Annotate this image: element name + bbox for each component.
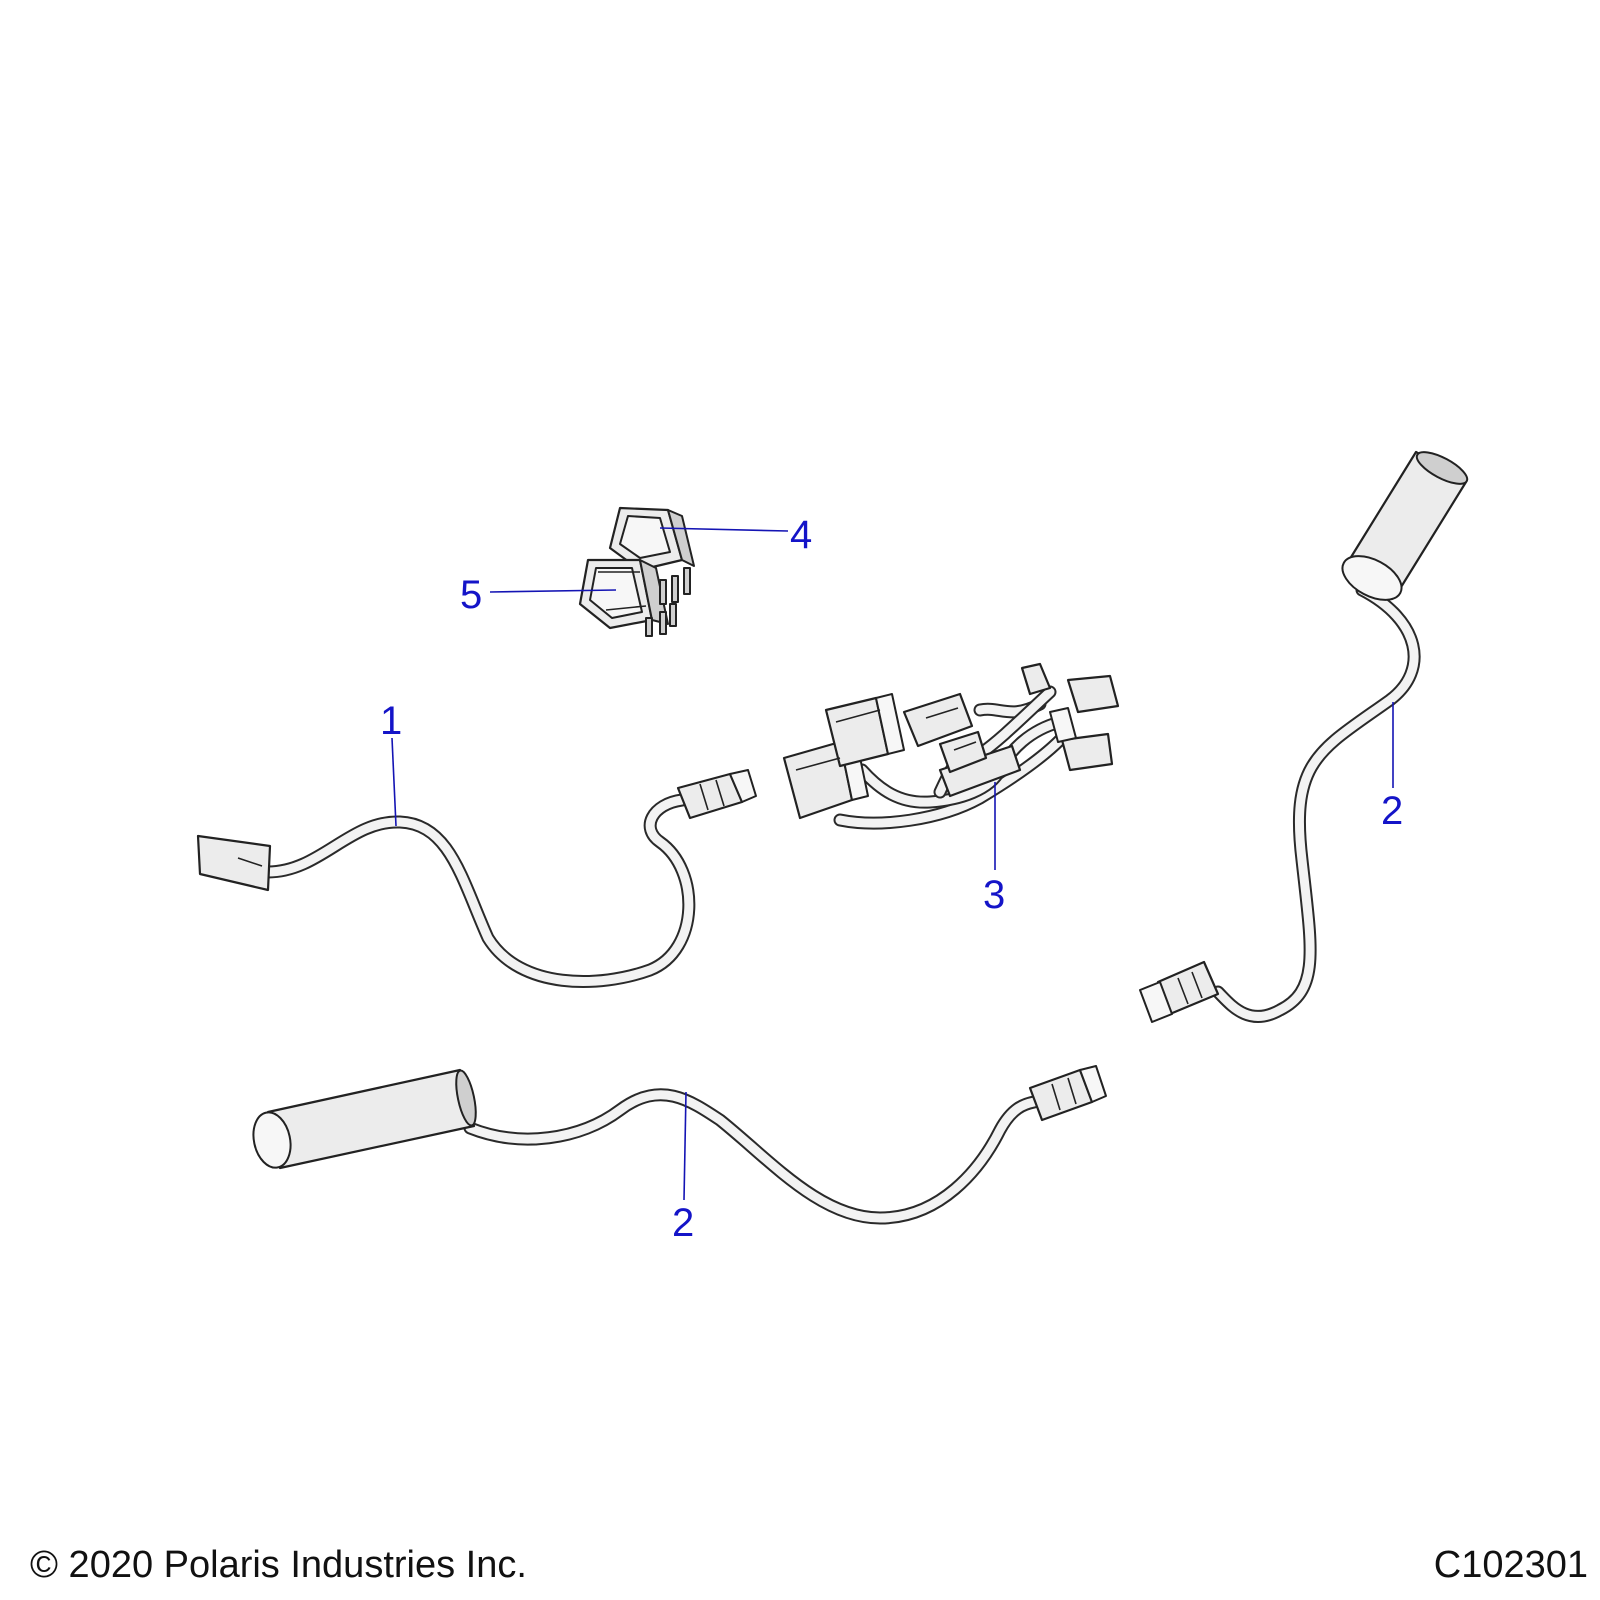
callout-2-bottom: 2 bbox=[672, 1201, 694, 1245]
callout-3: 3 bbox=[983, 873, 1005, 917]
callout-4: 4 bbox=[790, 513, 812, 557]
callout-2-right: 2 bbox=[1381, 789, 1403, 833]
leader-line-4 bbox=[659, 527, 789, 532]
leader-line-2-bottom bbox=[683, 1091, 687, 1201]
leader-line-1 bbox=[391, 737, 397, 827]
callout-1: 1 bbox=[380, 699, 402, 743]
figure-id: C102301 bbox=[1433, 1544, 1588, 1586]
leader-line-5 bbox=[489, 589, 617, 593]
heated-grip-right bbox=[1139, 450, 1469, 1023]
copyright-notice: © 2020 Polaris Industries Inc. bbox=[30, 1544, 527, 1586]
heated-grip-left bbox=[252, 1065, 1107, 1225]
heater-element-wire bbox=[196, 769, 757, 988]
wiring-harness bbox=[782, 662, 1120, 830]
rocker-switch-assembly bbox=[578, 506, 695, 637]
callout-5: 5 bbox=[460, 573, 482, 617]
